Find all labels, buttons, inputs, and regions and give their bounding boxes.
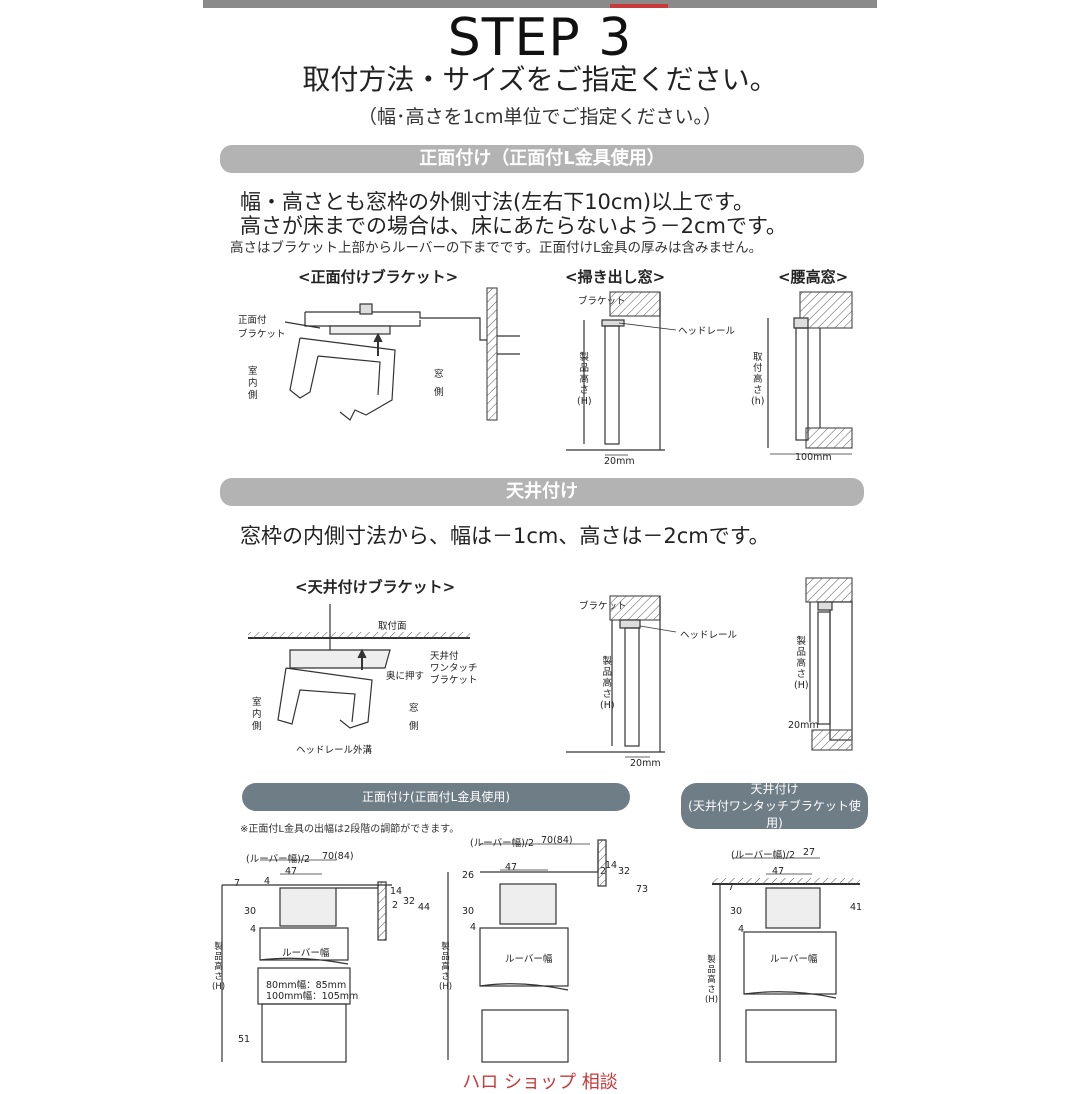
fig-ceiling-bracket-title: <天井付けブラケット> bbox=[295, 578, 456, 596]
page-note: （幅･高さを1cm単位でご指定ください。） bbox=[357, 106, 723, 128]
fig4-height-label: 製品高さ(H) bbox=[600, 656, 615, 711]
d1-n14: 14 bbox=[390, 886, 403, 897]
step-title: STEP 3 bbox=[447, 8, 633, 68]
d3-louver: ルーバー幅 bbox=[770, 954, 818, 965]
fig-ceiling-window-label: 窓側 bbox=[409, 703, 419, 732]
d1-w100: 100mm幅：105mm bbox=[266, 991, 359, 1002]
fig-ceiling-groove-label: ヘッドレール外溝 bbox=[296, 745, 373, 756]
d3-n41: 41 bbox=[850, 902, 863, 913]
fig-ceiling-indoor-label: 室内側 bbox=[252, 697, 262, 732]
waist-window-drawing bbox=[767, 291, 853, 455]
fig-front-bracket-label2: ブラケット bbox=[238, 329, 286, 340]
d2-louver: ルーバー幅 bbox=[505, 954, 553, 965]
fig3-dim-label: 100mm bbox=[795, 452, 832, 463]
fig-ceiling-bracket-label: 天井付ワンタッチブラケット bbox=[430, 651, 478, 686]
d3-louver-half: (ルーバー幅)/2 bbox=[731, 850, 796, 861]
d3-w47: 47 bbox=[772, 866, 785, 877]
d2-n26: 26 bbox=[462, 870, 475, 881]
fig4-headrail-label: ヘッドレール bbox=[680, 630, 738, 641]
d1-n7: 7 bbox=[234, 878, 241, 889]
pill-ceiling-mount: 天井付け (天井付ワンタッチブラケット使用) bbox=[681, 782, 868, 830]
ceiling-rule-line1: 窓枠の内側寸法から、幅は－1cm、高さは－2cmです。 bbox=[240, 524, 770, 548]
d2-n2: 2 bbox=[600, 866, 607, 877]
d2-n4: 4 bbox=[470, 922, 477, 933]
fig5-dim-label: 20mm bbox=[788, 720, 819, 731]
page-subtitle: 取付方法・サイズをご指定ください。 bbox=[302, 63, 778, 96]
dim-drawing-1 bbox=[221, 859, 392, 1063]
d1-n4b: 4 bbox=[250, 924, 257, 935]
d3-top: 27 bbox=[803, 847, 816, 858]
d3-n7: 7 bbox=[728, 882, 735, 893]
pill-front-mount: 正面付け(正面付L金具使用) bbox=[242, 783, 630, 811]
fig4-bracket-label: ブラケット bbox=[579, 601, 627, 612]
fig-waist-window-title: <腰高窓> bbox=[778, 268, 849, 286]
d2-n14: 14 bbox=[605, 860, 618, 871]
d2-top: 70(84) bbox=[541, 835, 573, 846]
front-rule-line1: 幅・高さとも窓枠の外側寸法(左右下10cm)以上です。 bbox=[240, 190, 755, 214]
fig-front-indoor-label: 室内側 bbox=[248, 366, 258, 401]
fig-ceiling-push-label: 奥に押す bbox=[386, 671, 425, 682]
fig2-bracket-label: ブラケット bbox=[578, 296, 626, 307]
front-bracket-drawing bbox=[284, 287, 520, 421]
fig2-headrail-label: ヘッドレール bbox=[678, 326, 736, 337]
fig4-dim-label: 20mm bbox=[630, 758, 661, 769]
d2-louver-half: (ルーバー幅)/2 bbox=[470, 838, 535, 849]
front-rule-line3: 高さはブラケット上部からルーバーの下までです。正面付けL金具の厚みは含みません。 bbox=[230, 240, 763, 256]
d1-n2: 2 bbox=[392, 900, 399, 911]
d2-height-label: 製品高さ(H) bbox=[439, 942, 453, 992]
fig-floor-window-title: <掃き出し窓> bbox=[565, 268, 666, 286]
d1-n44: 44 bbox=[418, 902, 431, 913]
fig5-height-label: 製品高さ(H) bbox=[794, 636, 809, 691]
fig2-dim-label: 20mm bbox=[604, 456, 635, 467]
d1-n32: 32 bbox=[403, 896, 416, 907]
d1-n4: 4 bbox=[264, 876, 271, 887]
d1-w47: 47 bbox=[285, 866, 298, 877]
fig2-height-label: 製品高さ(H) bbox=[577, 352, 592, 407]
d2-n73: 73 bbox=[636, 884, 649, 895]
ceiling-floor-window-drawing bbox=[566, 595, 677, 758]
d3-n30: 30 bbox=[730, 906, 743, 917]
top-bar-accent bbox=[610, 4, 668, 8]
d2-w47: 47 bbox=[505, 862, 518, 873]
fig-front-window-label: 窓側 bbox=[434, 369, 444, 398]
section-ceiling-band: 天井付け bbox=[220, 478, 864, 506]
d2-n30: 30 bbox=[462, 906, 475, 917]
fig-ceiling-surface-label: 取付面 bbox=[378, 621, 407, 632]
d1-n51: 51 bbox=[238, 1034, 251, 1045]
d1-top: 70(84) bbox=[322, 851, 354, 862]
d1-height-label: 製品高さ(H) bbox=[212, 942, 226, 992]
d1-louver-half: (ルーバー幅)/2 bbox=[246, 854, 311, 865]
d1-louver: ルーバー幅 bbox=[282, 948, 330, 959]
fig-front-bracket-label1: 正面付 bbox=[238, 315, 267, 326]
bottom-note: ※正面付L金具の出幅は2段階の調節ができます。 bbox=[240, 824, 460, 835]
footer-cut-text: ハロ ショップ 相談 bbox=[462, 1072, 618, 1093]
fig3-height-label: 取付高さ(h) bbox=[751, 352, 765, 407]
d2-n32: 32 bbox=[618, 866, 631, 877]
d1-n30: 30 bbox=[244, 906, 257, 917]
section-front-band: 正面付け（正面付L金具使用） bbox=[220, 145, 864, 173]
fig-front-bracket-title: <正面付けブラケット> bbox=[298, 268, 459, 286]
top-bar bbox=[203, 0, 877, 8]
d3-height-label: 製品高さ(H) bbox=[705, 955, 719, 1005]
d3-n4: 4 bbox=[738, 924, 745, 935]
front-rule-line2: 高さが床までの場合は、床にあたらないよう－2cmです。 bbox=[240, 214, 787, 238]
